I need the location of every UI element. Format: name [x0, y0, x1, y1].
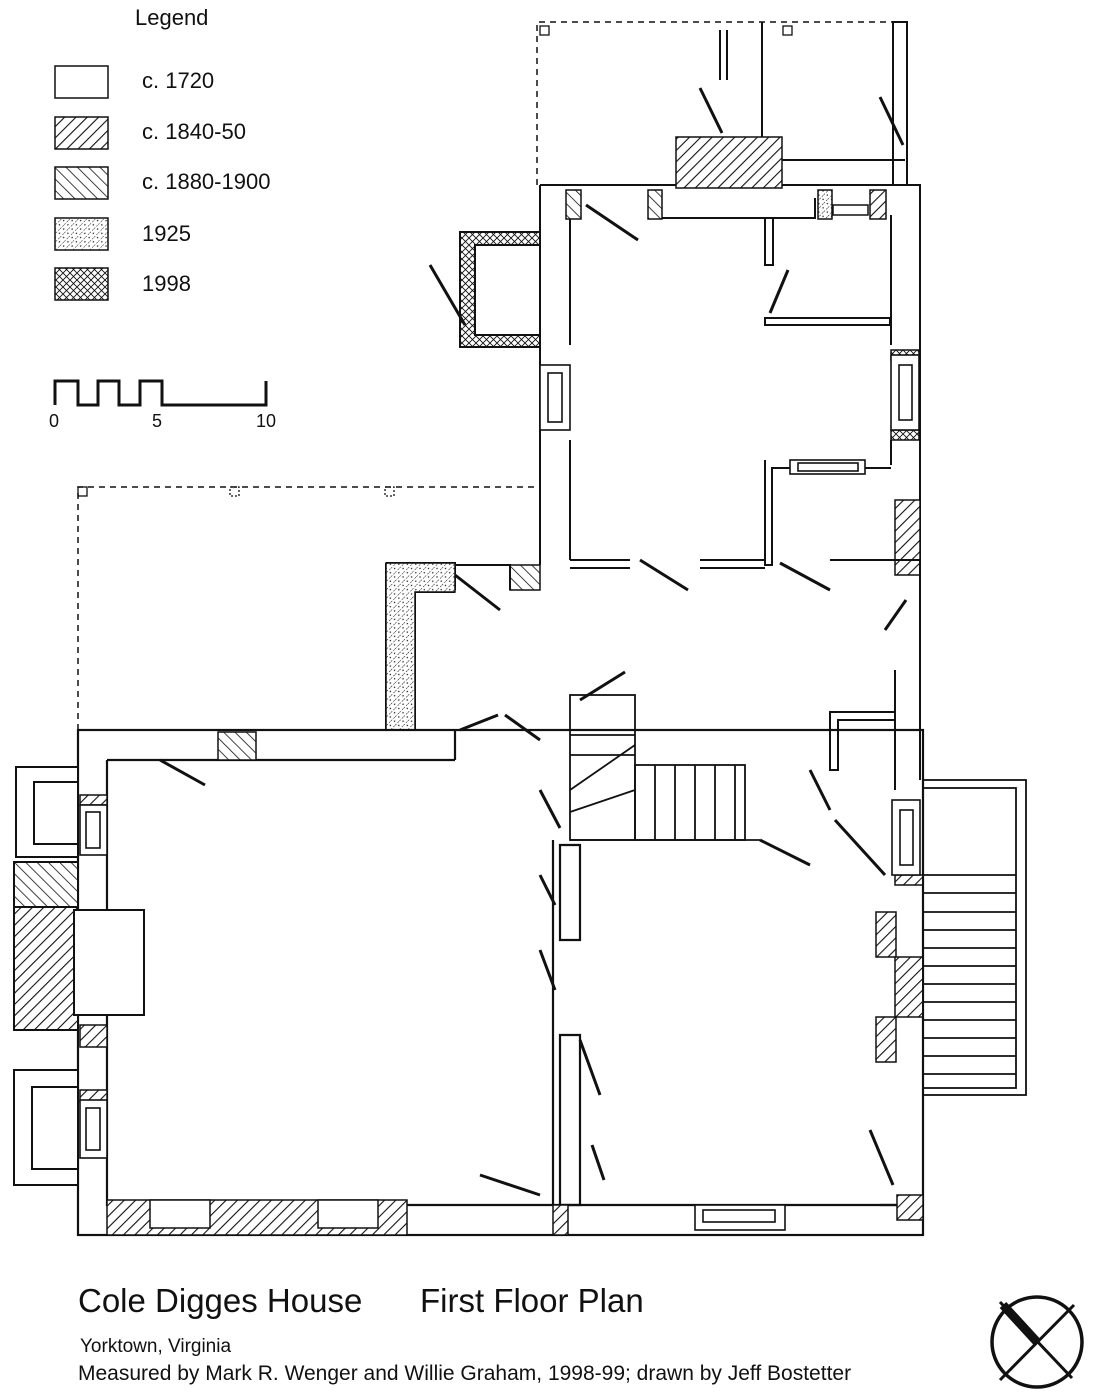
- scale-tick-10: 10: [256, 411, 277, 431]
- hall-walls: [385, 559, 921, 790]
- north-wing-walls: [539, 21, 921, 569]
- legend-title: Legend: [135, 5, 209, 30]
- bay-window: [428, 231, 541, 348]
- legend-swatches: [54, 65, 109, 301]
- legend-swatch-c1720: [54, 65, 109, 99]
- legend-label-1925: 1925: [142, 221, 191, 246]
- door-swings: [159, 203, 908, 1197]
- east-porch-steps: [922, 779, 1027, 1096]
- window-frames-upper: [539, 354, 920, 475]
- legend-label-c1840: c. 1840-50: [142, 119, 246, 144]
- hall-hatched: [385, 562, 456, 731]
- north-wing-hatched: [509, 136, 921, 591]
- legend-swatch-1998: [54, 267, 109, 301]
- main-house-hatched: [79, 731, 924, 1236]
- legend-label-1998: 1998: [142, 271, 191, 296]
- post-markers: [77, 25, 793, 497]
- window-frames-main: [79, 799, 921, 1231]
- legend-label-c1720: c. 1720: [142, 68, 215, 93]
- page-title: Cole Digges House: [78, 1282, 363, 1319]
- scale-bar: [53, 379, 268, 407]
- location-text: Yorktown, Virginia: [80, 1336, 232, 1357]
- stair: [569, 670, 760, 841]
- legend-label-c1880: c. 1880-1900: [142, 169, 271, 194]
- scale-tick-5: 5: [152, 411, 163, 431]
- main-house-walls: [76, 728, 925, 1237]
- scale-tick-0: 0: [49, 411, 60, 431]
- credits-text: Measured by Mark R. Wenger and Willie Gr…: [78, 1362, 852, 1385]
- legend-swatch-1925: [54, 217, 109, 251]
- page-subtitle: First Floor Plan: [420, 1282, 644, 1319]
- legend-swatch-c1880: [54, 166, 109, 200]
- north-arrow-icon: [990, 1295, 1084, 1389]
- west-chimney: [13, 766, 145, 1186]
- legend-swatch-c1840: [54, 116, 109, 150]
